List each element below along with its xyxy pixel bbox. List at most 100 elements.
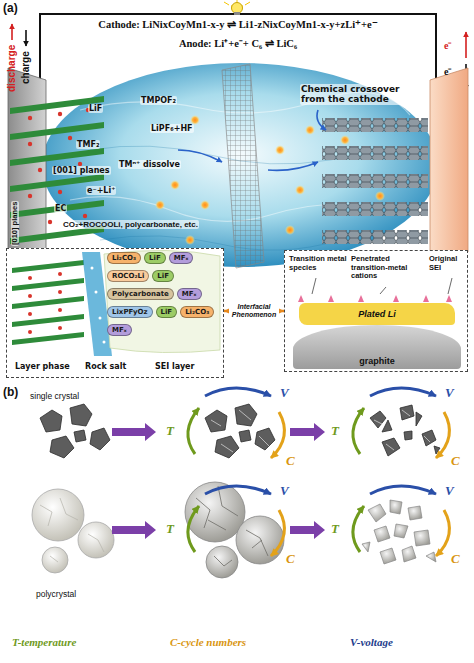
cathode-electrode-part — [10, 96, 104, 114]
stress-arrow-part — [188, 408, 199, 454]
external-circuit-part — [465, 32, 467, 58]
anode-interface-art-part — [284, 250, 468, 372]
polycrystal-particles-part-part — [380, 548, 396, 564]
process-arrow — [112, 423, 325, 539]
region-label: Rock salt — [85, 362, 126, 371]
plane-label: [001] planes — [52, 166, 111, 175]
interface-inset-art-part-part — [28, 330, 32, 334]
light-bulb — [224, 0, 250, 15]
anode-electrode-part — [322, 202, 428, 216]
electrolyte-part — [42, 63, 438, 267]
interface-inset-art-part — [12, 260, 84, 273]
lithium-ions-part — [375, 191, 385, 201]
anode-interface-art-part-part — [393, 295, 399, 302]
single-crystal-particles-part-part-part — [370, 411, 386, 428]
light-bulb-part — [234, 12, 240, 15]
cathode-electrode-part-part — [58, 112, 62, 116]
single-crystal-particles-part-part-part — [382, 438, 400, 456]
stress-arrow-part — [370, 388, 436, 396]
factor-label: C-cycle numbers — [170, 636, 246, 649]
interface-inset-art-part — [6, 248, 224, 378]
lithium-ions-part — [170, 180, 180, 190]
sei-label: MFₓ — [182, 290, 197, 298]
single-crystal-particles-part-part-part — [400, 405, 414, 420]
species-label: e⁻+Li⁺ — [86, 186, 116, 195]
single-crystal-particles-part — [40, 404, 110, 458]
panel-letter: (b) — [3, 386, 18, 400]
species-label: TMPOF₂ — [140, 96, 177, 105]
single-crystal-particles-part-part — [40, 410, 62, 432]
single-crystal-particles-part-part — [211, 410, 269, 452]
cathode-electrode-part-part — [58, 190, 62, 194]
material-label: graphite — [359, 356, 395, 366]
cathode-electrode-part-part — [38, 168, 42, 172]
sei-component: LiF — [156, 306, 178, 318]
interface-inset-art-part-part — [91, 267, 94, 270]
sei-label: LiF — [149, 254, 161, 262]
interface-inset-art-part-part — [103, 341, 106, 344]
interface-inset-art-part-part — [58, 272, 62, 276]
anode-interface-art-part-part — [298, 295, 304, 302]
anode-inset: Transition metal speciesPenetrated trans… — [284, 250, 468, 372]
anode-interface-art-part-part — [446, 295, 452, 302]
species-label: EC — [54, 204, 67, 213]
polycrystal-particles-part — [78, 522, 114, 558]
sei-label: Li₂CO₃ — [112, 254, 136, 262]
lithium-ions-part — [200, 200, 210, 210]
process-arrow-part — [112, 521, 156, 539]
single-crystal-particles-part-part — [374, 410, 430, 450]
interface-inset-art-part — [12, 296, 84, 309]
anode-electrode-part — [430, 68, 468, 262]
separator — [222, 64, 264, 268]
polycrystal-particles-part-part — [426, 552, 436, 562]
single-crystal-particles-part-part — [90, 428, 110, 450]
stress-arrow — [188, 388, 450, 556]
process-arrow-part — [112, 423, 156, 441]
plane-label: [010] planes — [11, 201, 19, 246]
single-crystal-particles-part-part — [370, 405, 440, 456]
stress-arrow-part — [188, 506, 199, 552]
stress-arrow-part — [205, 388, 271, 396]
sei-component: Li₂CO₃ — [180, 306, 214, 318]
species-label: TMF₂ — [76, 140, 100, 149]
factor-letter: V — [444, 484, 455, 499]
charge-label: charge — [20, 51, 31, 84]
cathode-electrode-part-part — [68, 136, 72, 140]
single-crystal-particles-part-part-part — [404, 431, 412, 440]
single-crystal-particles-part-part — [205, 404, 275, 458]
interface-inset-art-part — [104, 250, 220, 352]
polycrystal-particles-part — [196, 486, 268, 566]
factor-letter: T — [330, 424, 340, 439]
single-crystal-particles-part-part — [50, 436, 74, 458]
factor-letter: V — [444, 386, 455, 401]
electron-label: e⁻ — [444, 66, 451, 78]
stress-arrow-part — [370, 486, 436, 494]
polycrystal-particles — [32, 482, 436, 578]
sei-component: MFₓ — [177, 288, 202, 300]
cathode-equation: Cathode: LiNixCoyMn1-x-y ⇌ Li1-zNixCoyMn… — [98, 19, 377, 31]
single-crystal-particles-part-part-part — [215, 436, 239, 458]
anode-electrode-part — [322, 146, 428, 160]
particle-label: single crystal — [30, 392, 79, 402]
factor-letter: V — [279, 484, 290, 499]
polycrystal-particles-part — [206, 546, 238, 578]
single-crystal-particles — [40, 404, 440, 458]
interface-inset-art-part-part — [58, 290, 62, 294]
factor-letter: C — [285, 552, 296, 567]
anode-interface-art-part-part — [423, 295, 429, 302]
edge-label: Interfacial Phenomenon — [229, 303, 279, 319]
cathode-electrode-part — [10, 200, 104, 218]
stress-arrow-part — [436, 412, 449, 458]
sei-label: MFₓ — [174, 254, 189, 262]
sei-component: MFₓ — [107, 324, 132, 336]
lithium-ions-part — [185, 235, 195, 245]
polycrystal-particles-part-part — [368, 504, 386, 522]
single-crystal-particles-part — [205, 404, 275, 458]
polycrystal-particles-part — [40, 498, 104, 562]
lithium-ions-part — [340, 135, 350, 145]
polycrystal-particles-part-part — [390, 500, 402, 514]
flow-arrow-part — [178, 150, 222, 162]
polycrystal-particles-part — [32, 489, 84, 541]
single-crystal-particles-part-part-part — [422, 430, 436, 446]
